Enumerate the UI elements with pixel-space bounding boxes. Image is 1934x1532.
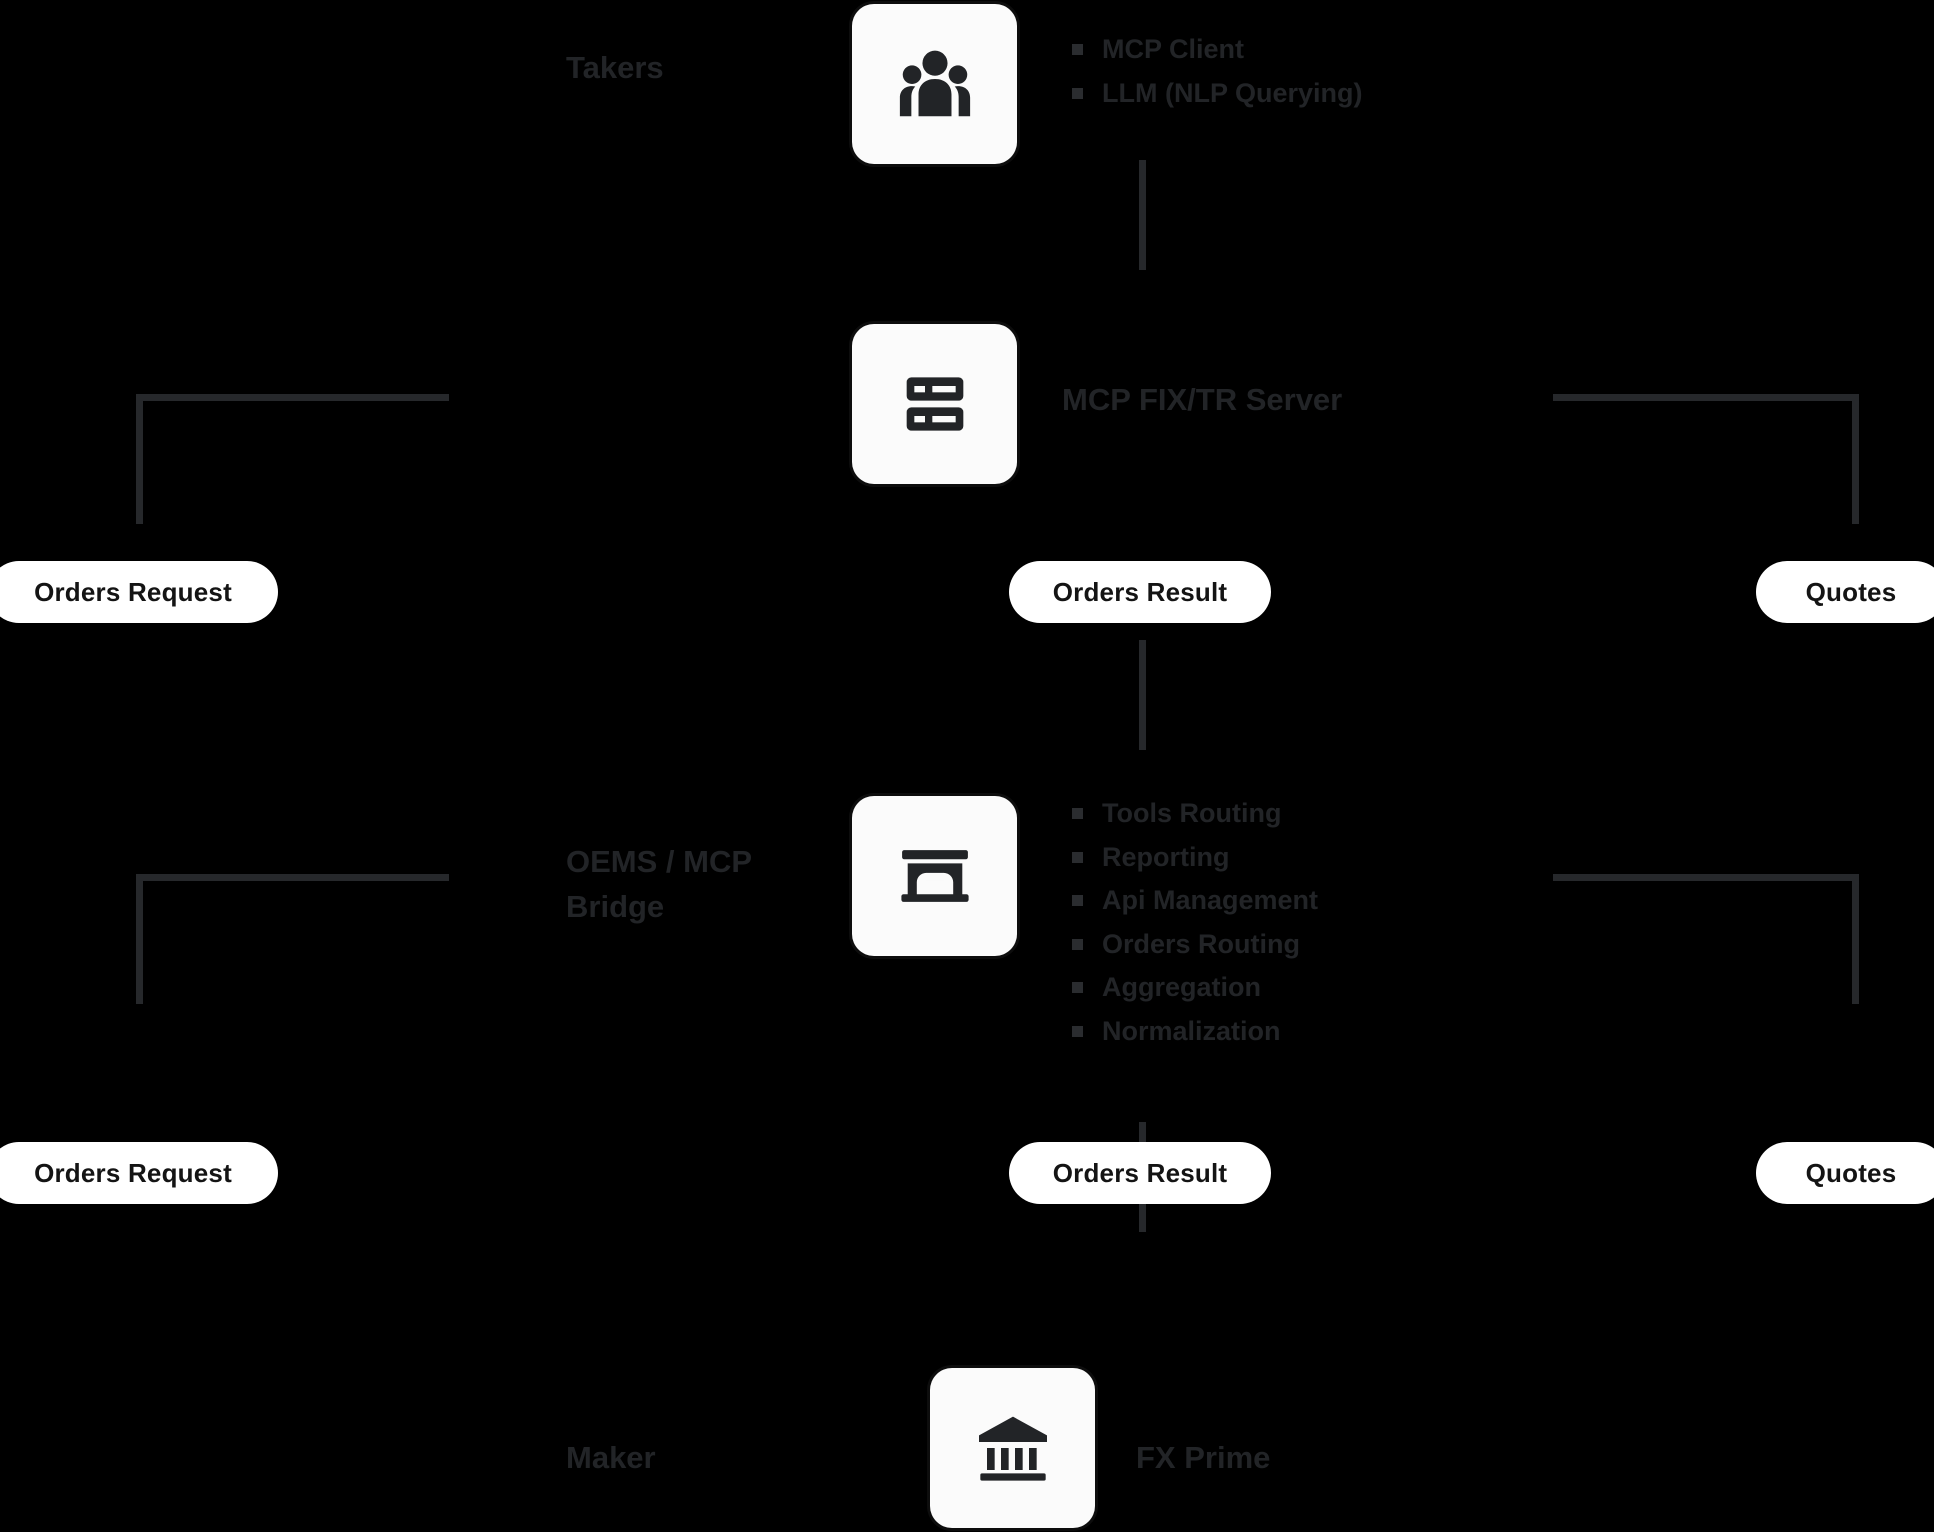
connector-bridge-right-horizontal	[1553, 874, 1859, 881]
pill-orders-result-upper[interactable]: Orders Result	[1009, 561, 1271, 623]
server-icon-tile	[852, 324, 1017, 484]
bridge-bullet-list: Tools Routing Reporting Api Management O…	[1072, 796, 1318, 1057]
list-item: Aggregation	[1072, 970, 1318, 1005]
bridge-icon	[893, 834, 977, 918]
server-label: MCP FIX/TR Server	[1062, 382, 1343, 417]
connector-server-left-vertical	[136, 394, 143, 524]
maker-side-label: Maker	[566, 1440, 656, 1475]
connector-bridge-left-horizontal	[143, 874, 449, 881]
connector-bridge-right-vertical	[1852, 874, 1859, 1004]
connector-server-right-vertical	[1852, 394, 1859, 524]
takers-bullet-list: MCP Client LLM (NLP Querying)	[1072, 32, 1363, 119]
bank-icon	[973, 1408, 1053, 1488]
list-item: Normalization	[1072, 1014, 1318, 1049]
list-item: Reporting	[1072, 840, 1318, 875]
connector-server-right-horizontal	[1553, 394, 1859, 401]
people-icon	[892, 41, 978, 127]
list-item: Api Management	[1072, 883, 1318, 918]
connector-takers-to-server	[1139, 160, 1146, 270]
maker-icon-tile	[930, 1368, 1095, 1528]
bridge-side-label: OEMS / MCP Bridge	[566, 844, 753, 924]
takers-side-label: Takers	[566, 50, 664, 85]
pill-orders-request-lower[interactable]: Orders Request	[0, 1142, 278, 1204]
pill-quotes-upper[interactable]: Quotes	[1756, 561, 1934, 623]
takers-icon-tile	[852, 4, 1017, 164]
connector-server-to-bridge	[1139, 640, 1146, 750]
list-item: Orders Routing	[1072, 927, 1318, 962]
connector-bridge-left-vertical	[136, 874, 143, 1004]
list-item: MCP Client	[1072, 32, 1363, 67]
pill-orders-result-lower[interactable]: Orders Result	[1009, 1142, 1271, 1204]
pill-quotes-lower[interactable]: Quotes	[1756, 1142, 1934, 1204]
list-item: Tools Routing	[1072, 796, 1318, 831]
maker-label: FX Prime	[1136, 1440, 1271, 1475]
server-icon	[895, 364, 975, 444]
connector-server-left-horizontal	[143, 394, 449, 401]
bridge-icon-tile	[852, 796, 1017, 956]
pill-orders-request-upper[interactable]: Orders Request	[0, 561, 278, 623]
list-item: LLM (NLP Querying)	[1072, 76, 1363, 111]
